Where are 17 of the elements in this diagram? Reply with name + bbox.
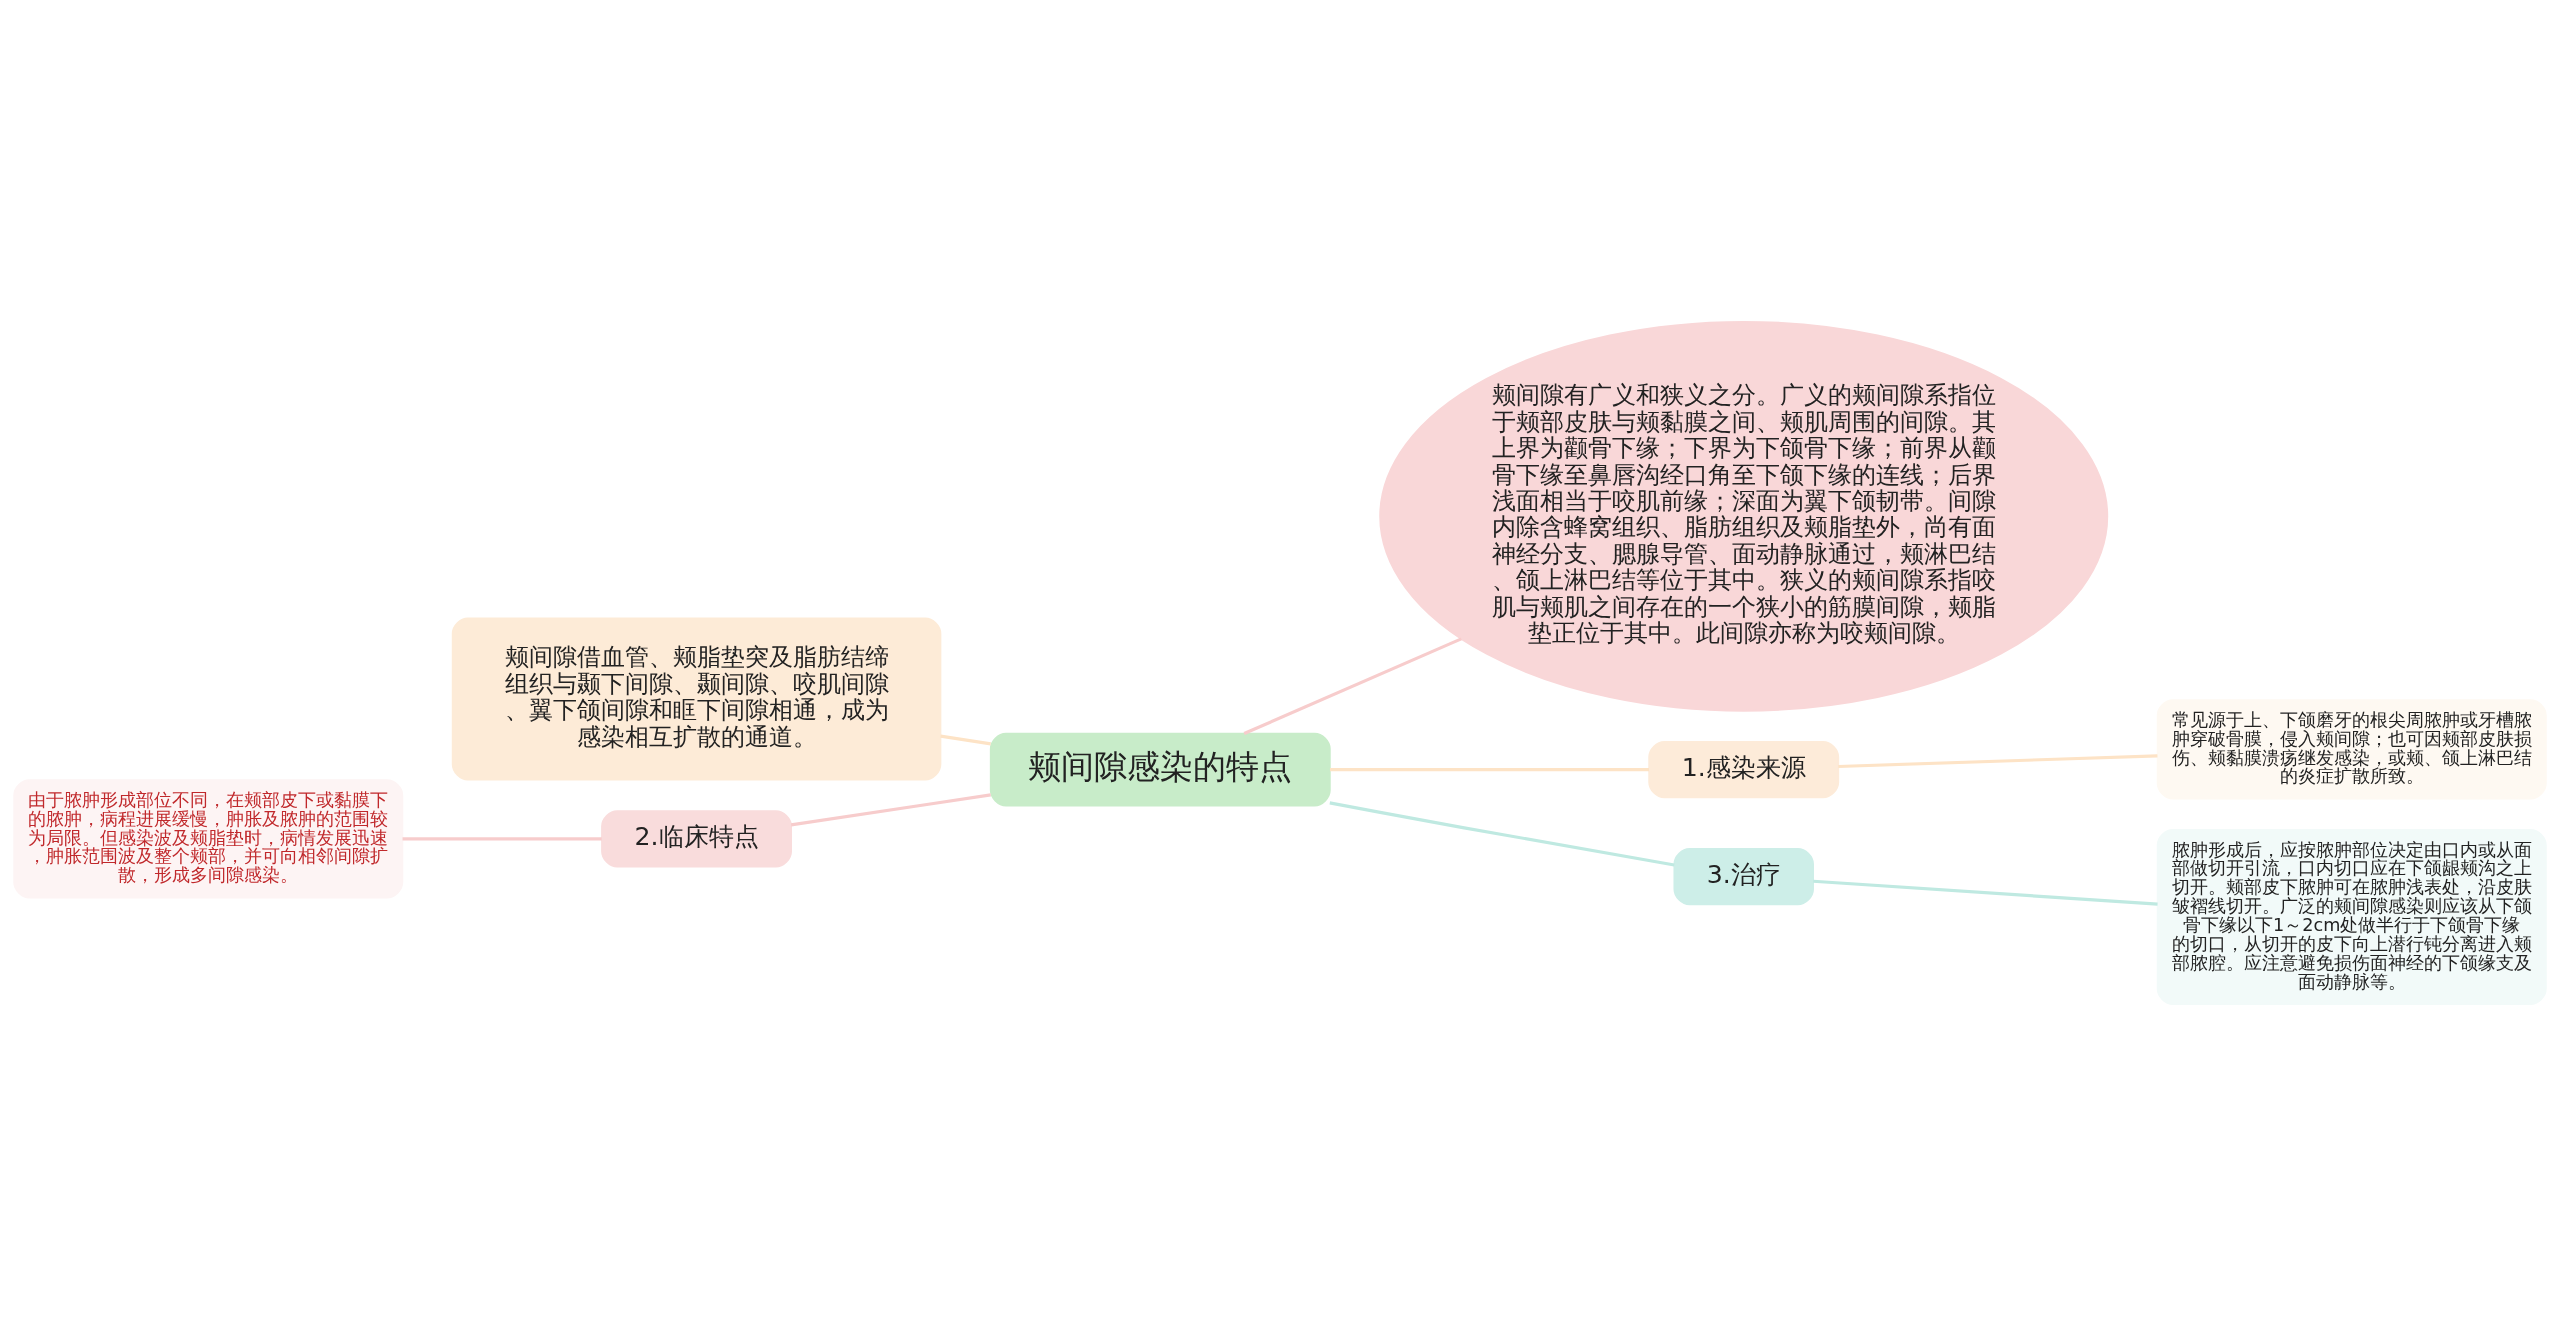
connector — [1329, 767, 1649, 771]
node-box: 颊间隙借血管、颊脂垫突及脂肪结缔组织与颞下间隙、颞间隙、咬肌间隙、翼下颌间隙和眶下间隙相通，成为感染相互扩散的通道。 — [451, 616, 942, 781]
connector — [402, 836, 602, 840]
node-box: 2.临床特点 — [601, 809, 792, 868]
node-ellipse: 颊间隙有广义和狭义之分。广义的颊间隙系指位于颊部皮肤与颊黏膜之间、颊肌周围的间隙。其上界为颧骨下缘；下界为下颌骨下缘；前界从颧骨下缘至鼻唇沟经口角至下颌下缘的连线；后界浅面相当于咬肌前缘；深面为翼下颌韧带。间隙内除含蜂窝组织、脂肪组织及颊脂垫外，尚有面神经分支、腮腺导管、面动静脉通过，颊淋巴结、颌上淋巴结等位于其中。狭义的颊间隙系指咬肌与颊肌之间存在的一个狭小的筋膜间隙，颊脂垫正位于其中。此间隙亦称为咬颊间隙。 — [1379, 320, 2109, 712]
connector — [1838, 753, 2158, 768]
node-box: 脓肿形成后，应按脓肿部位决定由口内或从面部做切开引流，口内切口应在下颌龈颊沟之上切开。颊部皮下脓肿可在脓肿浅表处，沿皮肤皱褶线切开。广泛的颊间隙感染则应该从下颌骨下缘以下1～2cm处做半行于下颌骨下缘的切口，从切开的皮下向上潜行钝分离进入颊部脓腔。应注意避免损伤面神经的下颌缘支及面动静脉等。 — [2156, 828, 2547, 1005]
node-box: 3.治疗 — [1673, 847, 1814, 905]
connector — [1813, 879, 2158, 906]
node-box: 由于脓肿形成部位不同，在颊部皮下或黏膜下的脓肿，病程进展缓慢，肿胀及脓肿的范围较为局限。但感染波及颊脂垫时，病情发展迅速，肿胀范围波及整个颊部，并可向相邻间隙扩散，形成多间隙感染。 — [13, 778, 404, 898]
connector — [940, 734, 991, 745]
connector — [1243, 636, 1462, 735]
connector — [1329, 800, 1675, 867]
node-box: 1.感染来源 — [1648, 740, 1840, 798]
connector — [790, 792, 991, 826]
node-box: 颊间隙感染的特点 — [989, 732, 1331, 806]
node-box: 常见源于上、下颌磨牙的根尖周脓肿或牙槽脓肿穿破骨膜，侵入颊间隙；也可因颊部皮肤损伤、颊黏膜溃疡继发感染，或颊、颌上淋巴结的炎症扩散所致。 — [2156, 698, 2547, 799]
